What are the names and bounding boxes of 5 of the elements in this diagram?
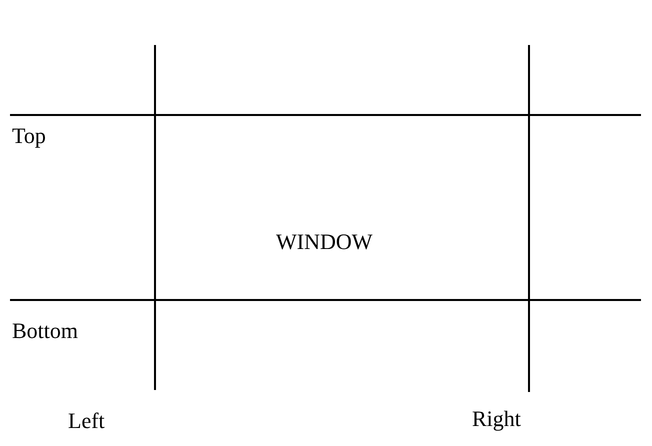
region-label: WINDOW (276, 231, 373, 253)
region-label: Top (12, 125, 46, 147)
region-label: Right (472, 408, 521, 430)
region-label: Bottom (12, 320, 78, 342)
region-label: Left (68, 410, 105, 432)
